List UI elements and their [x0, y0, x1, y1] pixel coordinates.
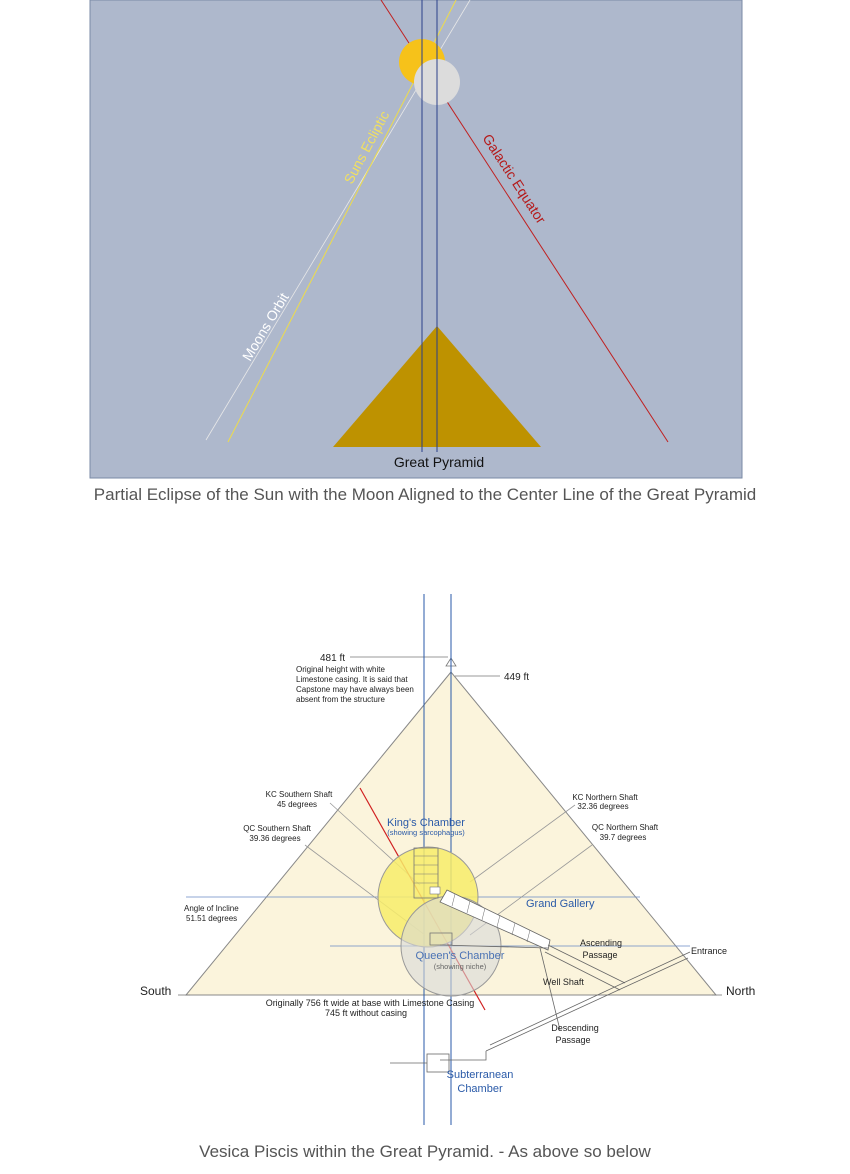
well-shaft-line: [539, 947, 561, 1031]
base-width-label-2: 745 ft without casing: [325, 1008, 407, 1018]
descending-passage-bottom: [485, 957, 689, 1052]
south-label: South: [140, 984, 171, 998]
pyramid-cross-section-diagram: 481 ft Original height with white Limest…: [140, 594, 755, 1125]
well-shaft-label: Well Shaft: [543, 977, 584, 987]
kc-southern-shaft-label-1: KC Southern Shaft: [266, 790, 333, 799]
ascending-passage-label-1: Ascending: [580, 938, 622, 948]
north-label: North: [726, 984, 755, 998]
subterranean-passage: [440, 1051, 487, 1061]
entrance-label: Entrance: [691, 946, 727, 956]
kc-northern-shaft-label-1: KC Northern Shaft: [572, 793, 638, 802]
queens-chamber-label: Queen's Chamber: [416, 950, 505, 962]
grand-gallery-label: Grand Gallery: [526, 898, 595, 910]
kc-northern-shaft: [469, 804, 576, 883]
ascending-passage-label-2: Passage: [582, 950, 617, 960]
descending-passage-label-1: Descending: [551, 1023, 599, 1033]
great-pyramid-label: Great Pyramid: [394, 454, 484, 470]
figure1-caption: Partial Eclipse of the Sun with the Moon…: [93, 485, 757, 504]
grand-gallery-shape: [439, 889, 551, 951]
ascending-passage-top: [547, 944, 626, 984]
height-481-note-4: absent from the structure: [296, 695, 385, 704]
subterranean-chamber-label-2: Chamber: [457, 1083, 503, 1095]
grand-gallery-step-3: [481, 907, 486, 921]
descending-passage-top: [489, 951, 691, 1046]
qc-northern-shaft-label-2: 39.7 degrees: [600, 833, 647, 842]
grand-gallery-step-1: [451, 893, 456, 907]
grand-gallery-step-5: [511, 922, 516, 936]
grand-gallery-step-6: [526, 929, 531, 943]
figure2-caption: Vesica Piscis within the Great Pyramid. …: [199, 1142, 651, 1161]
qc-northern-shaft-label-1: QC Northern Shaft: [592, 823, 659, 832]
qc-southern-shaft-label-1: QC Southern Shaft: [243, 824, 311, 833]
kings-chamber-sublabel: (showing sarcophagus): [387, 828, 465, 837]
descending-passage-label-2: Passage: [555, 1035, 590, 1045]
ascending-passage-bottom: [544, 951, 621, 991]
kings-chamber-label: King's Chamber: [387, 817, 465, 829]
eclipse-diagram: Suns Ecliptic Moons Orbit Galactic Equat…: [89, 0, 743, 479]
kc-northern-shaft-label-2: 32.36 degrees: [577, 802, 628, 811]
queens-chamber-sublabel: (showing niche): [434, 962, 487, 971]
kings-chamber-block: [413, 847, 439, 899]
qc-southern-shaft-label-2: 39.36 degrees: [249, 834, 300, 843]
angle-of-incline-label-2: 51.51 degrees: [186, 914, 237, 923]
height-481-note-2: Limestone casing. It is said that: [296, 675, 408, 684]
base-width-label-1: Originally 756 ft wide at base with Lime…: [266, 998, 475, 1008]
queens-passage: [439, 944, 549, 949]
sarcophagus: [429, 886, 441, 895]
height-481-note-1: Original height with white: [296, 665, 385, 674]
subterranean-chamber-label-1: Subterranean: [447, 1069, 514, 1081]
angle-of-incline-label-1: Angle of Incline: [184, 904, 239, 913]
grand-gallery-step-4: [496, 914, 501, 928]
grand-gallery-step-2: [466, 900, 471, 914]
kc-southern-shaft-label-2: 45 degrees: [277, 800, 317, 809]
height-449-label: 449 ft: [504, 672, 529, 683]
queens-chamber-block: [429, 932, 453, 946]
height-481-note-3: Capstone may have always been: [296, 685, 414, 694]
height-481-label: 481 ft: [320, 653, 345, 664]
